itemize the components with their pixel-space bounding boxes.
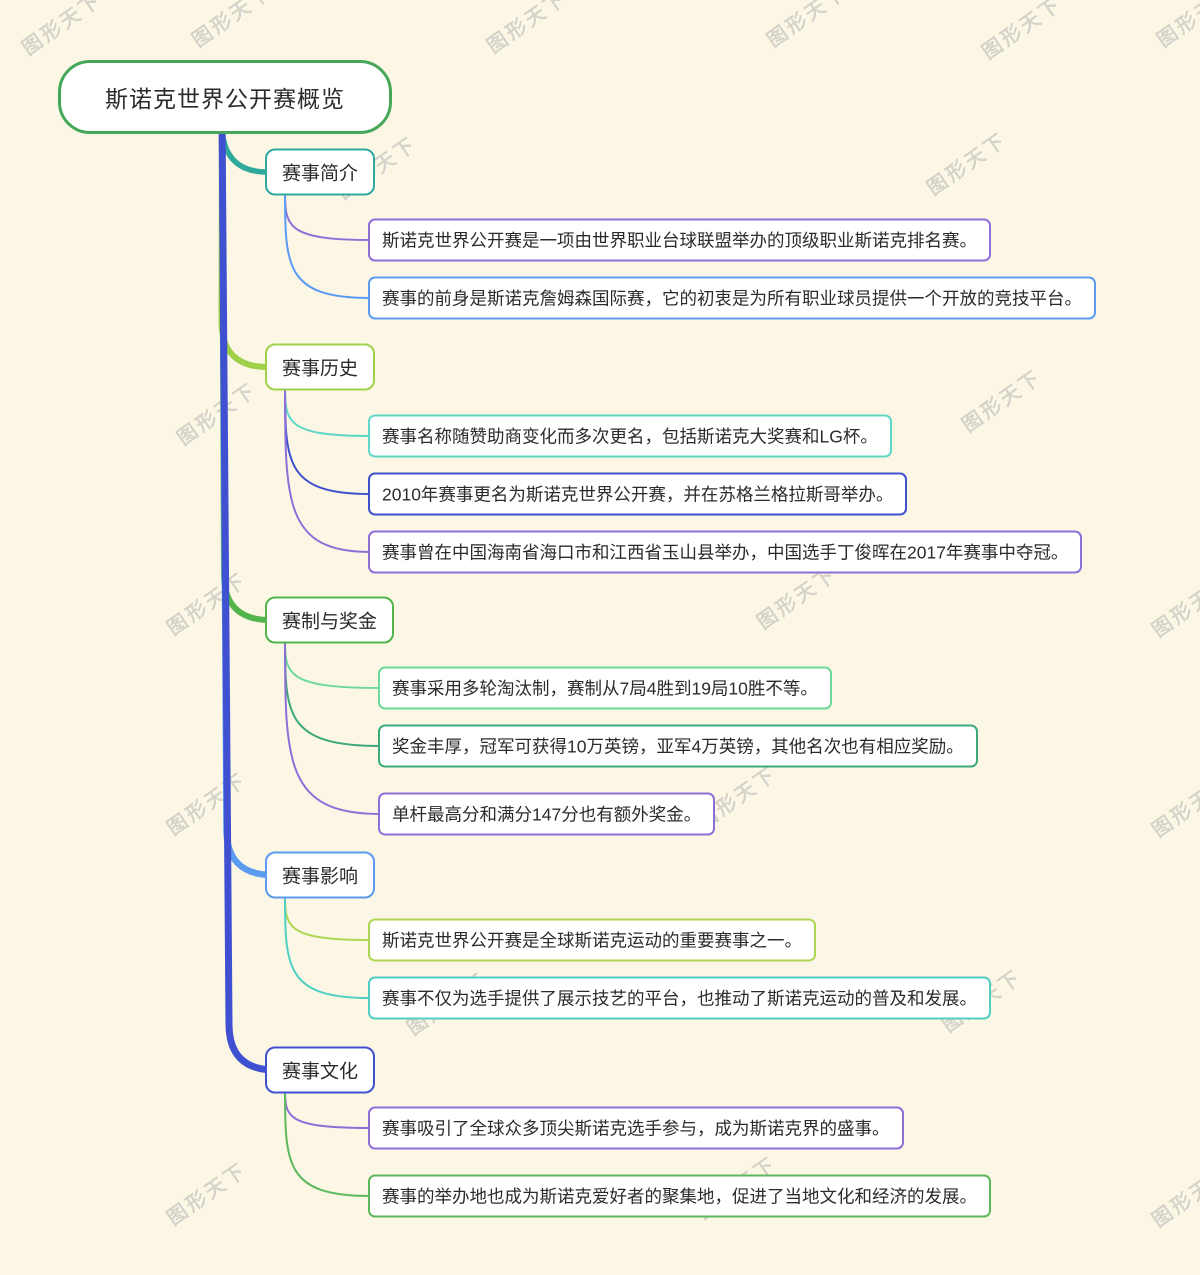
- branch-node-label: 赛事简介: [282, 163, 359, 185]
- branch-node[interactable]: 赛事文化: [265, 1046, 376, 1094]
- branch-node[interactable]: 赛事历史: [265, 343, 376, 391]
- child-node-text: 单杆最高分和满分147分也有额外奖金。: [392, 804, 702, 825]
- child-node[interactable]: 奖金丰厚，冠军可获得10万英镑，亚军4万英镑，其他名次也有相应奖励。: [378, 724, 978, 768]
- child-node-text: 赛事曾在中国海南省海口市和江西省玉山县举办，中国选手丁俊晖在2017年赛事中夺冠…: [382, 542, 1069, 563]
- root-node[interactable]: 斯诺克世界公开赛概览: [58, 60, 392, 134]
- child-node-text: 2010年赛事更名为斯诺克世界公开赛，并在苏格兰格拉斯哥举办。: [382, 484, 894, 505]
- child-connector: [284, 637, 381, 747]
- child-node[interactable]: 2010年赛事更名为斯诺克世界公开赛，并在苏格兰格拉斯哥举办。: [368, 472, 908, 516]
- child-node[interactable]: 赛事的举办地也成为斯诺克爱好者的聚集地，促进了当地文化和经济的发展。: [368, 1174, 991, 1218]
- child-connector: [284, 892, 371, 941]
- child-node[interactable]: 赛事的前身是斯诺克詹姆森国际赛，它的初衷是为所有职业球员提供一个开放的竞技平台。: [368, 276, 1096, 320]
- child-node-text: 斯诺克世界公开赛是一项由世界职业台球联盟举办的顶级职业斯诺克排名赛。: [382, 230, 977, 251]
- child-node-text: 赛事吸引了全球众多顶尖斯诺克选手参与，成为斯诺克界的盛事。: [382, 1118, 890, 1139]
- child-connector: [284, 1087, 371, 1197]
- child-node-text: 赛事不仅为选手提供了展示技艺的平台，也推动了斯诺克运动的普及和发展。: [382, 988, 977, 1009]
- child-node[interactable]: 赛事曾在中国海南省海口市和江西省玉山县举办，中国选手丁俊晖在2017年赛事中夺冠…: [368, 530, 1083, 574]
- child-connector: [284, 384, 371, 553]
- branch-node[interactable]: 赛制与奖金: [265, 596, 395, 644]
- child-connector: [284, 384, 371, 495]
- child-connector: [284, 189, 371, 299]
- root-node-label: 斯诺克世界公开赛概览: [105, 86, 345, 112]
- child-connector: [284, 384, 371, 437]
- branch-node[interactable]: 赛事简介: [265, 148, 376, 196]
- child-node[interactable]: 赛事吸引了全球众多顶尖斯诺克选手参与，成为斯诺克界的盛事。: [368, 1106, 904, 1150]
- child-node-text: 赛事的举办地也成为斯诺克爱好者的聚集地，促进了当地文化和经济的发展。: [382, 1186, 977, 1207]
- child-node[interactable]: 斯诺克世界公开赛是一项由世界职业台球联盟举办的顶级职业斯诺克排名赛。: [368, 218, 991, 262]
- branch-node[interactable]: 赛事影响: [265, 851, 376, 899]
- child-connector: [284, 637, 381, 815]
- child-connector: [284, 189, 371, 241]
- branch-node-label: 赛事影响: [282, 866, 359, 888]
- child-connector: [284, 637, 381, 689]
- branch-node-label: 赛事历史: [282, 358, 359, 380]
- child-node[interactable]: 单杆最高分和满分147分也有额外奖金。: [378, 792, 716, 836]
- child-node[interactable]: 赛事采用多轮淘汰制，赛制从7局4胜到19局10胜不等。: [378, 666, 832, 710]
- child-node-text: 斯诺克世界公开赛是全球斯诺克运动的重要赛事之一。: [382, 930, 802, 951]
- child-node-text: 赛事采用多轮淘汰制，赛制从7局4胜到19局10胜不等。: [392, 678, 818, 699]
- child-node[interactable]: 斯诺克世界公开赛是全球斯诺克运动的重要赛事之一。: [368, 918, 816, 962]
- child-node[interactable]: 赛事不仅为选手提供了展示技艺的平台，也推动了斯诺克运动的普及和发展。: [368, 976, 991, 1020]
- branch-node-label: 赛事文化: [282, 1061, 359, 1083]
- child-node-text: 赛事的前身是斯诺克詹姆森国际赛，它的初衷是为所有职业球员提供一个开放的竞技平台。: [382, 288, 1082, 309]
- branch-connector: [218, 112, 276, 1074]
- branch-node-label: 赛制与奖金: [282, 611, 378, 633]
- child-node-text: 赛事名称随赞助商变化而多次更名，包括斯诺克大奖赛和LG杯。: [382, 426, 878, 447]
- child-connector: [284, 1087, 371, 1129]
- child-node-text: 奖金丰厚，冠军可获得10万英镑，亚军4万英镑，其他名次也有相应奖励。: [392, 736, 964, 757]
- child-node[interactable]: 赛事名称随赞助商变化而多次更名，包括斯诺克大奖赛和LG杯。: [368, 414, 892, 458]
- child-connector: [284, 892, 371, 999]
